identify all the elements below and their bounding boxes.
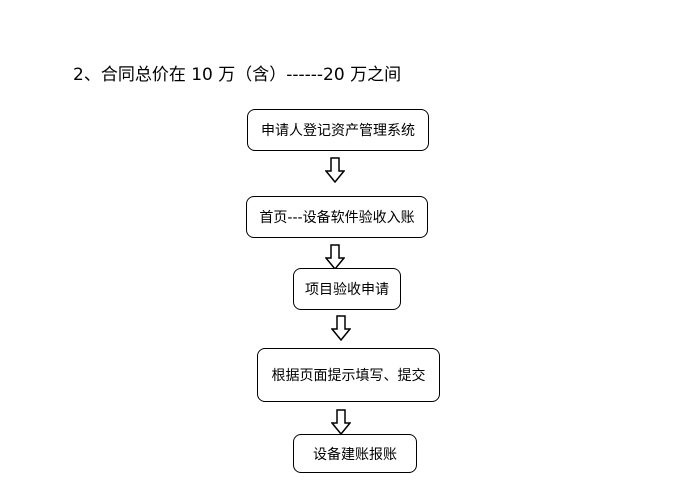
- hollow-down-arrow-icon: [331, 315, 351, 341]
- step-label: 项目验收申请: [305, 282, 389, 298]
- hollow-down-arrow-icon: [331, 409, 351, 435]
- step-equipment-account-reimbursement: 设备建账报账: [293, 434, 417, 473]
- step-homepage-acceptance-entry: 首页---设备软件验收入账: [246, 196, 428, 238]
- step-label: 首页---设备软件验收入账: [259, 210, 415, 226]
- step-project-acceptance-application: 项目验收申请: [293, 268, 401, 310]
- step-label: 设备建账报账: [313, 446, 397, 463]
- step-label: 根据页面提示填写、提交: [271, 368, 426, 384]
- hollow-down-arrow-icon: [325, 157, 345, 183]
- page-heading: 2、合同总价在 10 万（含）------20 万之间: [73, 65, 402, 85]
- step-label: 申请人登记资产管理系统: [261, 123, 415, 139]
- hollow-down-arrow-icon: [325, 244, 345, 270]
- step-fill-and-submit: 根据页面提示填写、提交: [257, 348, 440, 402]
- step-register-asset-system: 申请人登记资产管理系统: [247, 109, 429, 151]
